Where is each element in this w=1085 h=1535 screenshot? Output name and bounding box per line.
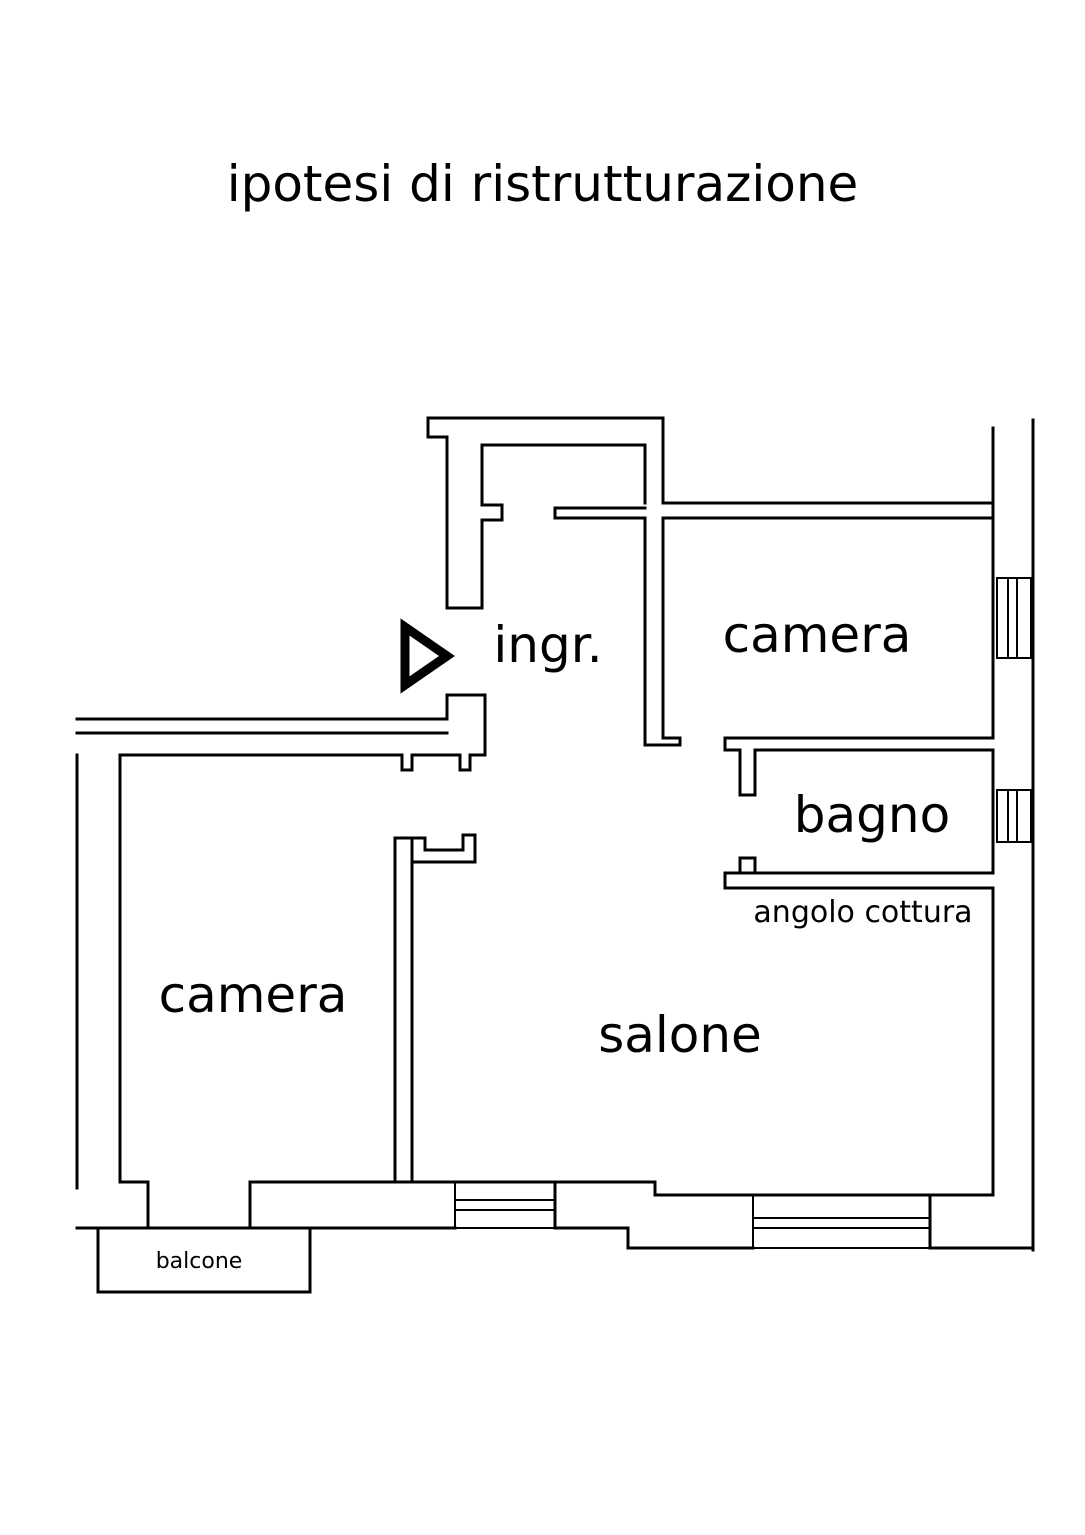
- room-label-salone: salone: [598, 1006, 762, 1064]
- entrance-walls: [426, 416, 995, 747]
- partition-wall: [393, 833, 477, 1184]
- corridor-walls: [75, 693, 487, 1230]
- room-label-bagno: bagno: [794, 786, 950, 844]
- room-label-ingresso: ingr.: [493, 616, 602, 674]
- room-label-camera-2: camera: [159, 966, 348, 1024]
- right-outer-wall: [991, 418, 1035, 1252]
- window-camera: [996, 577, 1032, 659]
- bagno-walls: [723, 736, 995, 890]
- window-bottom-right: [752, 1194, 931, 1249]
- window-bagno: [996, 789, 1032, 843]
- page-title: ipotesi di ristrutturazione: [226, 155, 859, 213]
- window-bottom-left: [454, 1181, 556, 1229]
- room-label-balcone: balcone: [156, 1249, 243, 1274]
- balcony-outline: [96, 1226, 312, 1294]
- room-label-angolo-cottura: angolo cottura: [753, 895, 972, 930]
- entrance-arrow-icon: [400, 618, 455, 694]
- room-label-camera-1: camera: [723, 606, 912, 664]
